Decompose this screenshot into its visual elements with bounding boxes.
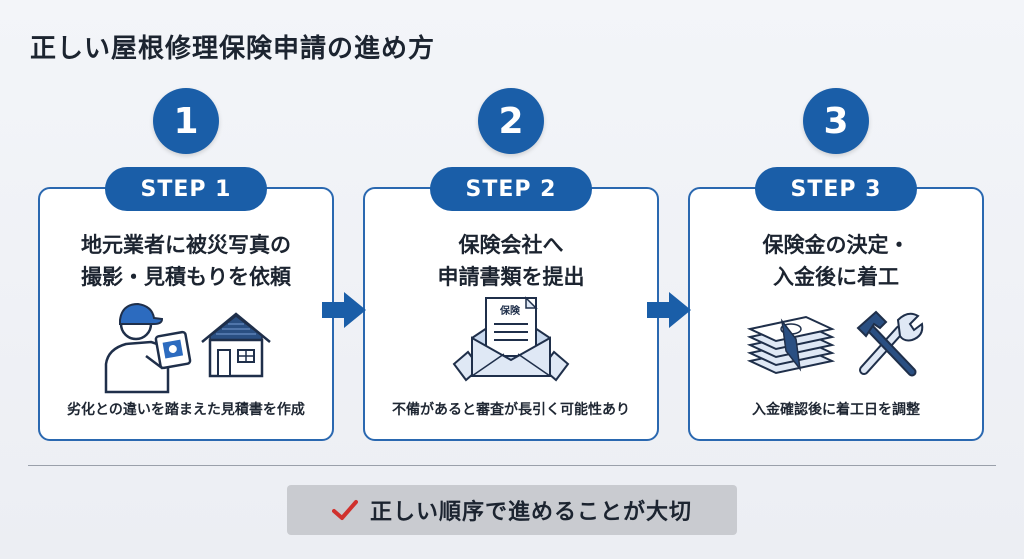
- checkmark-icon: [331, 500, 358, 520]
- hammer-wrench-icon: [856, 310, 924, 377]
- step-2-title: 保険会社へ 申請書類を提出: [365, 229, 657, 293]
- step-1-number: 1: [153, 88, 219, 154]
- arrow-right-icon: [647, 292, 691, 328]
- step-1-label: STEP 1: [105, 167, 267, 211]
- step-3-label: STEP 3: [755, 167, 917, 211]
- step-1-title-line-1: 地元業者に被災写真の: [81, 233, 291, 257]
- step-3-note: 入金確認後に着工日を調整: [752, 402, 920, 418]
- divider: [28, 465, 996, 466]
- step-3-number: 3: [803, 88, 869, 154]
- page-title: 正しい屋根修理保険申請の進め方: [30, 34, 436, 64]
- summary-text: 正しい順序で進めることが大切: [369, 500, 692, 525]
- step-3-illustration: [690, 289, 982, 399]
- envelope-document-icon: 保険: [452, 296, 570, 382]
- step-2-note: 不備があると審査が長引く可能性あり: [392, 402, 630, 418]
- worker-with-tablet-icon: [104, 302, 192, 394]
- step-2-number: 2: [478, 88, 544, 154]
- step-1-card: 地元業者に被災写真の 撮影・見積もりを依頼 劣化との違いを踏まえ: [38, 187, 334, 441]
- step-3-title-line-1: 保険金の決定・: [762, 233, 910, 257]
- step-2-label: STEP 2: [430, 167, 592, 211]
- money-stack-icon: [746, 315, 836, 375]
- document-label: 保険: [499, 304, 521, 317]
- step-2-illustration: 保険: [365, 289, 657, 399]
- step-3-card: 保険金の決定・ 入金後に着工 入金確認後に着工日を調整: [688, 187, 984, 441]
- step-2-title-line-1: 保険会社へ: [458, 233, 564, 257]
- step-1-note: 劣化との違いを踏まえた見積書を作成: [67, 402, 305, 418]
- step-1-illustration: [40, 289, 332, 399]
- step-2-card: 保険会社へ 申請書類を提出 保険 不備があると審査が長引く可能性あり: [363, 187, 659, 441]
- house-icon: [201, 312, 271, 378]
- step-3-title-line-2: 入金後に着工: [773, 265, 899, 289]
- summary-banner: 正しい順序で進めることが大切: [287, 485, 737, 535]
- step-2-title-line-2: 申請書類を提出: [437, 265, 585, 289]
- step-3-title: 保険金の決定・ 入金後に着工: [690, 229, 982, 293]
- step-1-title: 地元業者に被災写真の 撮影・見積もりを依頼: [40, 229, 332, 293]
- arrow-right-icon: [322, 292, 366, 328]
- step-1-title-line-2: 撮影・見積もりを依頼: [81, 265, 291, 289]
